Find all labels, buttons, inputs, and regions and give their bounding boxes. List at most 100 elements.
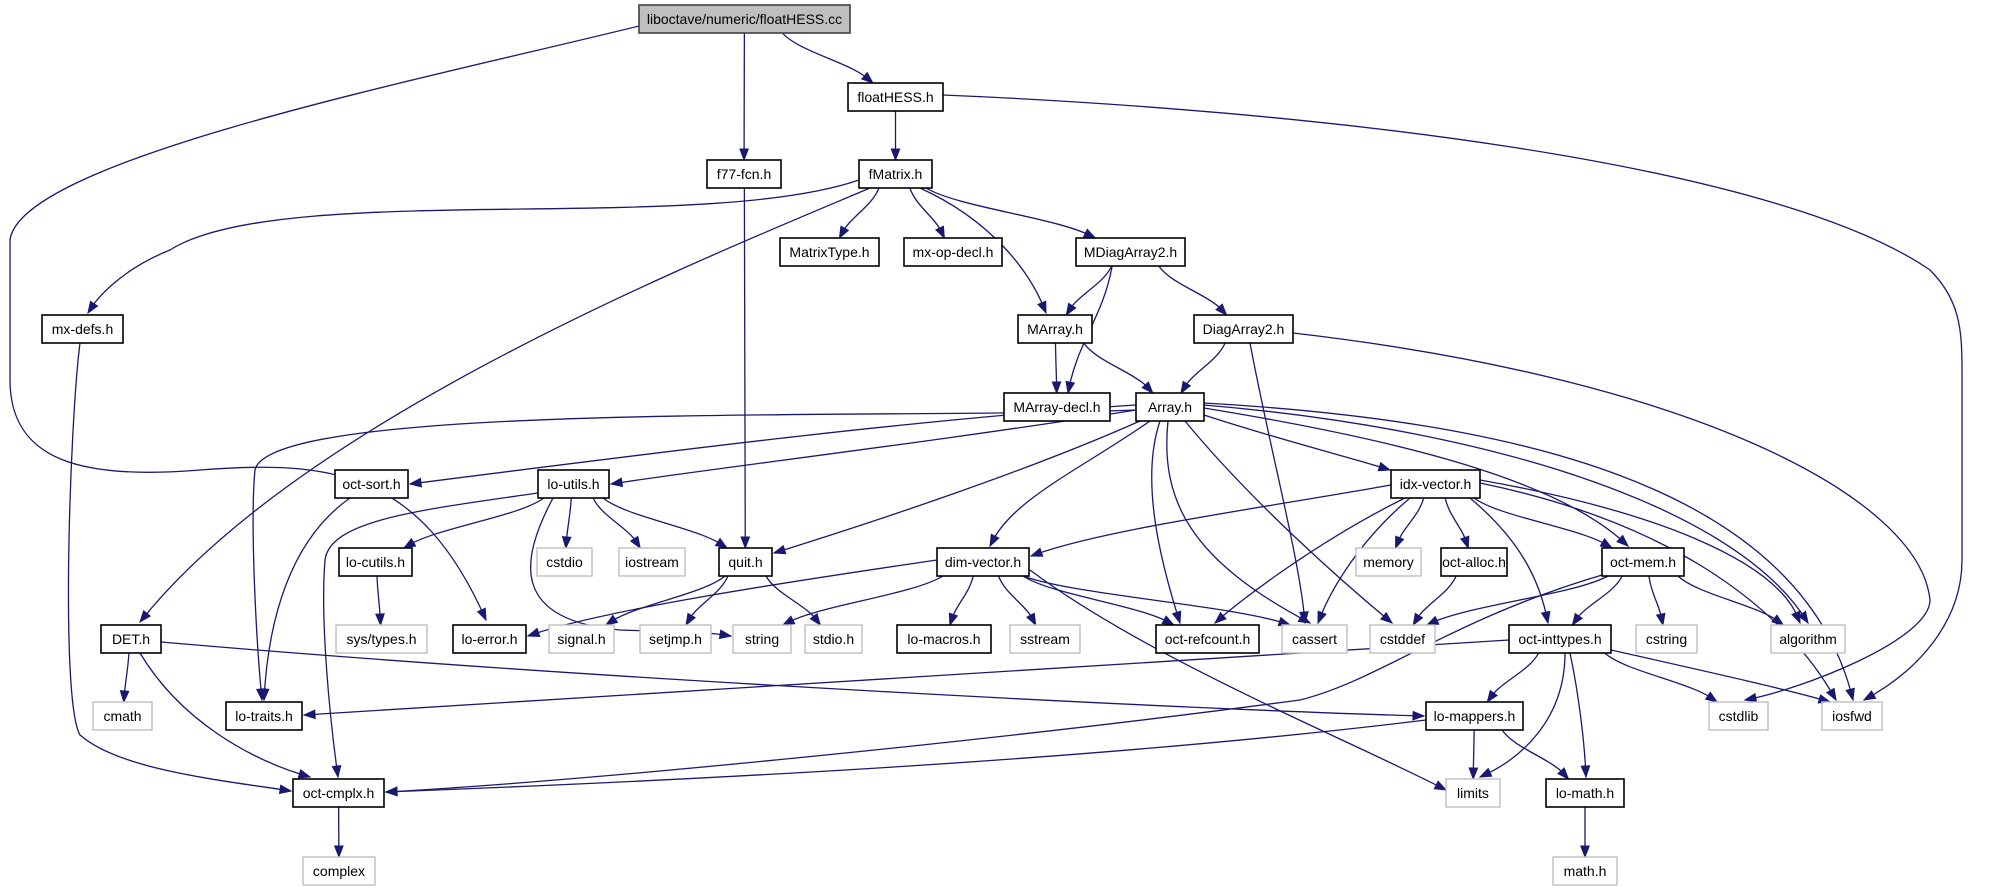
edge-DET_h-to-lo_mappers_h — [160, 641, 1426, 721]
node-dim-vector-h[interactable]: dim-vector.h — [936, 547, 1030, 577]
node-MArray-decl-h[interactable]: MArray-decl.h — [1003, 392, 1111, 422]
node-MArray-h[interactable]: MArray.h — [1017, 314, 1093, 344]
edge-line — [605, 575, 726, 626]
edge-arrowhead — [1743, 692, 1758, 703]
edge-lo_mappers_h-to-lo_math_h — [1501, 729, 1570, 781]
node-label: oct-refcount.h — [1165, 631, 1251, 647]
edge-line — [403, 497, 545, 549]
node-label: MArray.h — [1027, 321, 1083, 337]
node-lo-utils-h[interactable]: lo-utils.h — [537, 469, 610, 499]
node-oct-cmplx-h[interactable]: oct-cmplx.h — [292, 778, 385, 808]
edge-floatHESS_h-to-iosfwd — [942, 94, 1963, 701]
node-oct-refcount-h[interactable]: oct-refcount.h — [1155, 624, 1260, 654]
node-floatHESS-h[interactable]: floatHESS.h — [847, 82, 944, 112]
node-DET-h[interactable]: DET.h — [100, 624, 162, 654]
node-mx-defs-h[interactable]: mx-defs.h — [41, 314, 124, 344]
node-DiagArray2-h[interactable]: DiagArray2.h — [1193, 314, 1294, 344]
node-label: cmath — [103, 708, 141, 724]
edge-arrowhead — [714, 537, 729, 549]
node-lo-macros-h[interactable]: lo-macros.h — [896, 624, 992, 654]
node-oct-sort-h[interactable]: oct-sort.h — [334, 469, 409, 499]
node-box — [1135, 392, 1205, 422]
edge-arrowhead — [809, 612, 822, 627]
edge-arrowhead — [1571, 612, 1584, 627]
node-label: dim-vector.h — [945, 554, 1021, 570]
node-MatrixType-h[interactable]: MatrixType.h — [779, 237, 880, 267]
node-oct-alloc-h[interactable]: oct-alloc.h — [1440, 547, 1508, 577]
edge-arrowhead — [989, 533, 1000, 548]
node-box — [1440, 547, 1508, 577]
node-lo-cutils-h[interactable]: lo-cutils.h — [338, 547, 413, 577]
node-box — [548, 624, 615, 654]
node-Array-h[interactable]: Array.h — [1135, 392, 1205, 422]
edge-oct_cmplx_h-to-complex — [333, 806, 344, 859]
edge-line — [67, 342, 292, 792]
edge-arrowhead — [948, 612, 959, 627]
node-label: stdio.h — [813, 631, 854, 647]
edge-arrowhead — [1599, 537, 1614, 549]
edge-fMatrix_h-to-mx_op_decl_h — [909, 187, 945, 240]
edge-line — [303, 639, 1510, 716]
edge-line — [1317, 497, 1411, 624]
node-oct-inttypes-h[interactable]: oct-inttypes.h — [1508, 624, 1612, 654]
node-lo-mappers-h[interactable]: lo-mappers.h — [1425, 701, 1524, 731]
node-quit-h[interactable]: quit.h — [718, 547, 773, 577]
edge-line — [1022, 575, 1291, 626]
node-label: DET.h — [112, 631, 150, 647]
node-sys-types-h: sys/types.h — [335, 624, 428, 654]
edge-line — [1022, 575, 1175, 626]
node-MDiagArray2-h[interactable]: MDiagArray2.h — [1075, 237, 1186, 267]
node-label: cassert — [1292, 631, 1337, 647]
edge-arrowhead — [1297, 613, 1312, 624]
edge-arrowhead — [1161, 615, 1176, 626]
node-mx-op-decl-h[interactable]: mx-op-decl.h — [903, 237, 1003, 267]
node-sstream: sstream — [1009, 624, 1081, 654]
node-cmath: cmath — [92, 701, 153, 731]
node-box — [1281, 624, 1348, 654]
node-box — [452, 624, 527, 654]
node-f77-fcn-h[interactable]: f77-fcn.h — [706, 159, 782, 189]
node-cstring: cstring — [1635, 624, 1698, 654]
edge-Array_h-to-oct_mem_h — [1203, 407, 1630, 547]
edge-line — [1569, 652, 1587, 778]
node-fMatrix-h[interactable]: fMatrix.h — [858, 159, 933, 189]
node-label: oct-inttypes.h — [1518, 631, 1601, 647]
edge-idx_vector_h-to-oct_alloc_h — [1444, 497, 1470, 550]
node-box — [706, 159, 782, 189]
node-idx-vector-h[interactable]: idx-vector.h — [1390, 469, 1481, 499]
edge-DET_h-to-cmath — [119, 652, 130, 704]
edge-idx_vector_h-to-memory — [1394, 497, 1425, 550]
edge-line — [1203, 402, 1854, 701]
node-label: MatrixType.h — [789, 244, 869, 260]
node-iosfwd: iosfwd — [1821, 701, 1883, 731]
edge-DiagArray2_h-to-Array_h — [1180, 342, 1226, 395]
edge-arrowhead — [1412, 612, 1424, 627]
edge-oct_sort_h-to-lo_traits_h — [259, 497, 351, 702]
edge-arrowhead — [1862, 690, 1877, 701]
edge-line — [139, 187, 871, 623]
edge-line — [1151, 420, 1181, 624]
node-label: cstddef — [1380, 631, 1425, 647]
edge-line — [1158, 265, 1228, 316]
node-box — [334, 469, 409, 499]
node-box — [896, 624, 992, 654]
edge-arrowhead — [740, 536, 751, 550]
edge-arrowhead — [1065, 380, 1076, 395]
node-box — [1601, 547, 1685, 577]
edge-line — [1083, 342, 1154, 394]
edge-arrowhead — [1141, 381, 1154, 395]
edge-mx_defs_h-to-oct_cmplx_h — [67, 342, 293, 795]
node-lo-math-h[interactable]: lo-math.h — [1545, 778, 1625, 808]
edge-line — [1030, 484, 1392, 557]
edge-arrowhead — [1478, 767, 1493, 778]
node-stdio-h: stdio.h — [804, 624, 863, 654]
edge-line — [323, 492, 539, 778]
node-label: lo-error.h — [461, 631, 517, 647]
node-lo-error-h[interactable]: lo-error.h — [452, 624, 527, 654]
node-oct-mem-h[interactable]: oct-mem.h — [1601, 547, 1685, 577]
edge-Array_h-to-iosfwd — [1203, 402, 1855, 702]
node-box — [1075, 237, 1186, 267]
node-root[interactable]: liboctave/numeric/floatHESS.cc — [638, 4, 851, 34]
node-lo-traits-h[interactable]: lo-traits.h — [225, 701, 303, 731]
node-setjmp-h: setjmp.h — [639, 624, 712, 654]
